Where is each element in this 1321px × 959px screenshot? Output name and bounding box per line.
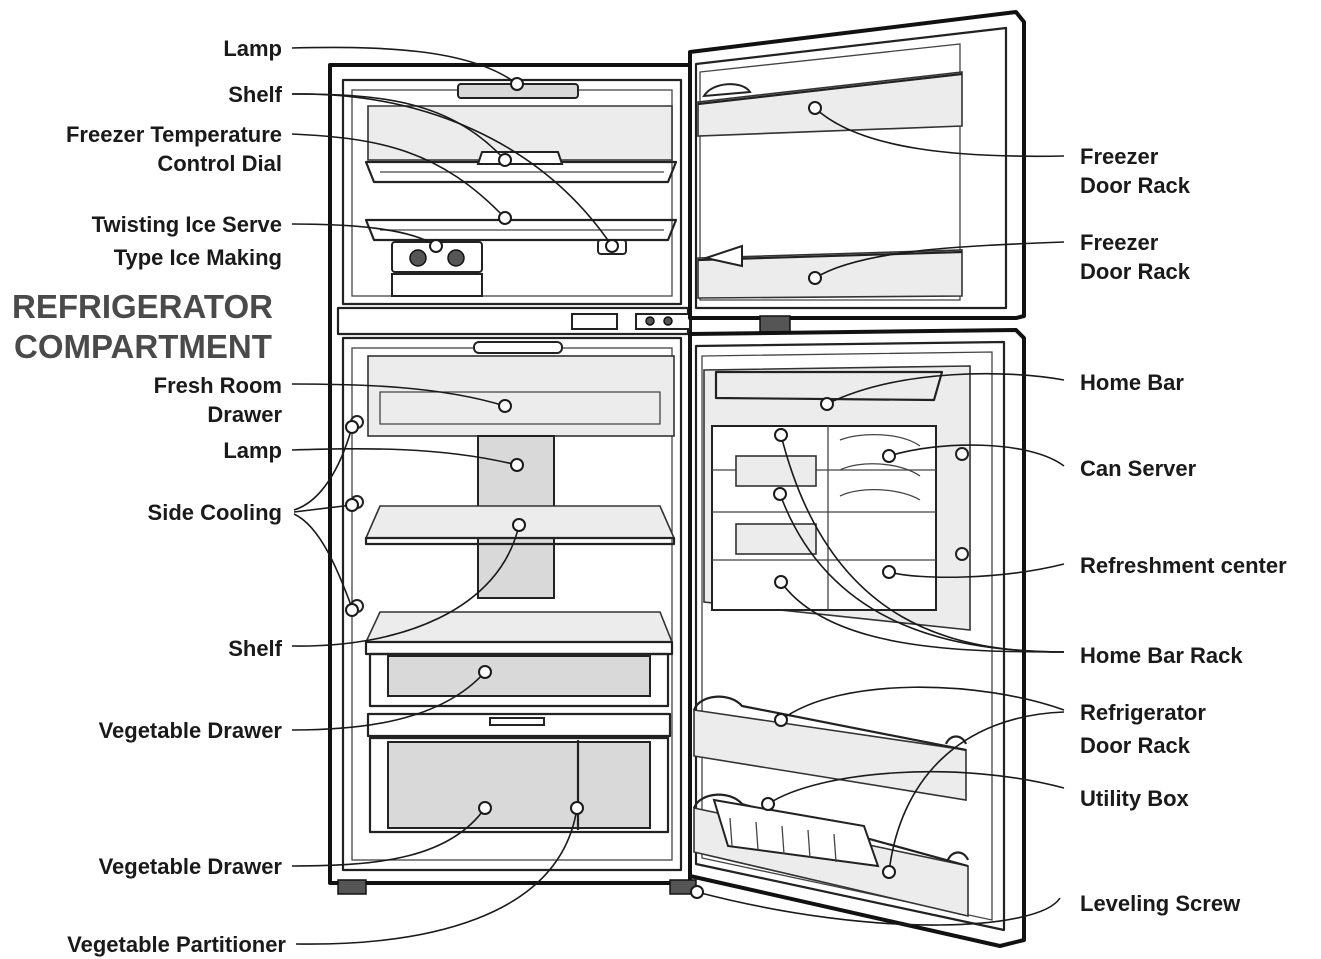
freezer-door-rack-lower xyxy=(697,244,963,299)
control-panel xyxy=(571,313,691,330)
freezer-shelf xyxy=(364,105,678,184)
label-vegetable-drawer-1: Vegetable Drawer xyxy=(99,718,283,743)
leader-lines-left xyxy=(291,46,613,945)
fridge-lower-shelf xyxy=(364,611,674,656)
label-leveling-screw: Leveling Screw xyxy=(1080,891,1241,916)
utility-box xyxy=(712,798,880,868)
label-vegetable-partitioner: Vegetable Partitioner xyxy=(67,932,286,957)
refrigerator-door-rack-upper xyxy=(692,695,968,801)
label-shelf-top: Shelf xyxy=(228,82,282,107)
label-utility-box: Utility Box xyxy=(1080,786,1190,811)
side-cooling-ports xyxy=(350,415,364,613)
label-can-server: Can Server xyxy=(1080,456,1197,481)
label-side-cooling: Side Cooling xyxy=(148,500,282,525)
freezer-door xyxy=(688,10,1026,320)
section-title-line2: COMPARTMENT xyxy=(14,328,272,365)
label-fridge-door-rack-line1: Refrigerator xyxy=(1080,700,1206,725)
label-twisting-line1: Twisting Ice Serve xyxy=(92,212,282,237)
door-hinge xyxy=(759,315,791,333)
section-title-line1: REFRIGERATOR xyxy=(12,288,273,325)
label-lamp-fridge: Lamp xyxy=(223,438,282,463)
vegetable-drawer-lower xyxy=(368,736,670,834)
home-bar-rack xyxy=(711,425,969,611)
label-shelf-fridge: Shelf xyxy=(228,636,282,661)
label-fresh-room-line2: Drawer xyxy=(207,402,282,427)
label-vegetable-drawer-2: Vegetable Drawer xyxy=(99,854,283,879)
label-freezer-door-rack-b-line2: Door Rack xyxy=(1080,259,1191,284)
label-fresh-room-line1: Fresh Room xyxy=(154,373,282,398)
label-lamp-top: Lamp xyxy=(223,36,282,61)
ice-maker-shelf xyxy=(364,218,678,297)
label-home-bar-rack: Home Bar Rack xyxy=(1080,643,1243,668)
vegetable-drawer-upper xyxy=(366,652,672,738)
refrigerator-door xyxy=(688,328,1026,948)
label-freezer-door-rack-b-line1: Freezer xyxy=(1080,230,1159,255)
label-freezer-temp-line1: Freezer Temperature xyxy=(66,122,282,147)
fresh-room-drawer xyxy=(367,355,675,437)
label-fridge-door-rack-line2: Door Rack xyxy=(1080,733,1191,758)
vent-strip xyxy=(473,341,563,354)
label-freezer-temp-line2: Control Dial xyxy=(157,151,282,176)
label-freezer-door-rack-a-line2: Door Rack xyxy=(1080,173,1191,198)
label-home-bar: Home Bar xyxy=(1080,370,1184,395)
freezer-door-rack-upper xyxy=(697,71,963,137)
label-refreshment-center: Refreshment center xyxy=(1080,553,1287,578)
callout-dots xyxy=(345,77,896,899)
label-twisting-line2: Type Ice Making xyxy=(114,245,282,270)
leader-lines-right xyxy=(696,107,1065,926)
label-freezer-door-rack-a-line1: Freezer xyxy=(1080,144,1159,169)
